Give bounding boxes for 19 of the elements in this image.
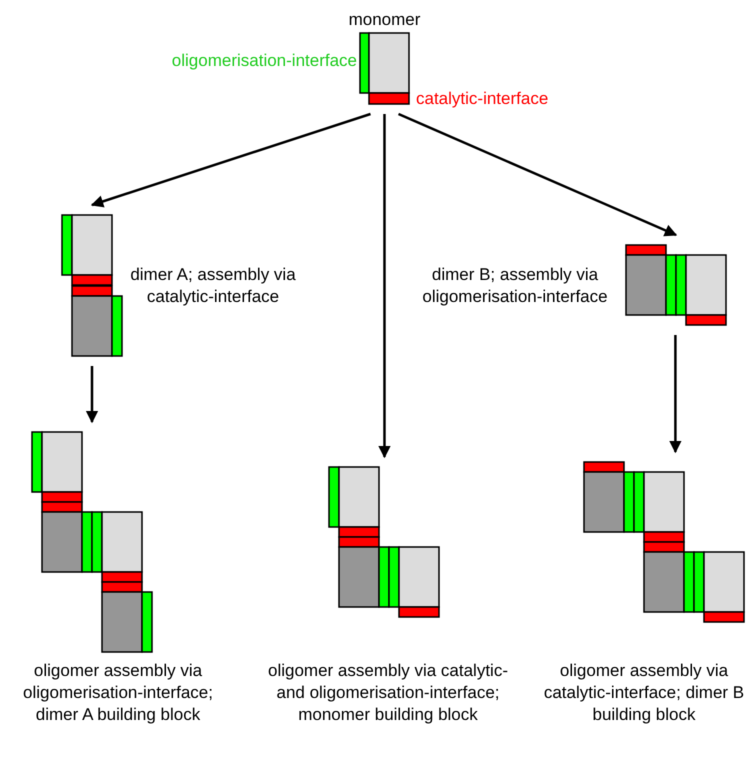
arrow <box>90 112 371 208</box>
arrow <box>398 112 678 236</box>
caption-text: dimer B; assembly via oligomerisation-interface <box>421 264 609 308</box>
drawing-title: monomer <box>348 10 420 30</box>
arrow <box>669 335 682 454</box>
caption-text: oligomer assembly via oligomerisation-interface; dimer A building block <box>22 660 214 726</box>
protein-complex-drawing <box>359 32 410 105</box>
protein-complex-drawing <box>61 214 123 357</box>
arrow <box>378 114 391 458</box>
arrow <box>86 366 98 424</box>
interface-label: catalytic-interface <box>416 88 550 110</box>
protein-complex-drawing <box>583 461 745 623</box>
protein-complex-drawing <box>625 244 727 326</box>
caption-text: oligomer assembly via catalytic-interface; dimer B building block <box>542 660 746 726</box>
protein-complex-drawing <box>328 466 440 618</box>
interface-label: oligomerisation-interface <box>170 50 357 72</box>
caption-text: oligomer assembly via catalytic- and oligomerisation-interface; monomer building block <box>268 660 508 726</box>
caption-text: dimer A; assembly via catalytic-interface <box>129 264 297 308</box>
protein-complex-drawing <box>31 431 153 653</box>
